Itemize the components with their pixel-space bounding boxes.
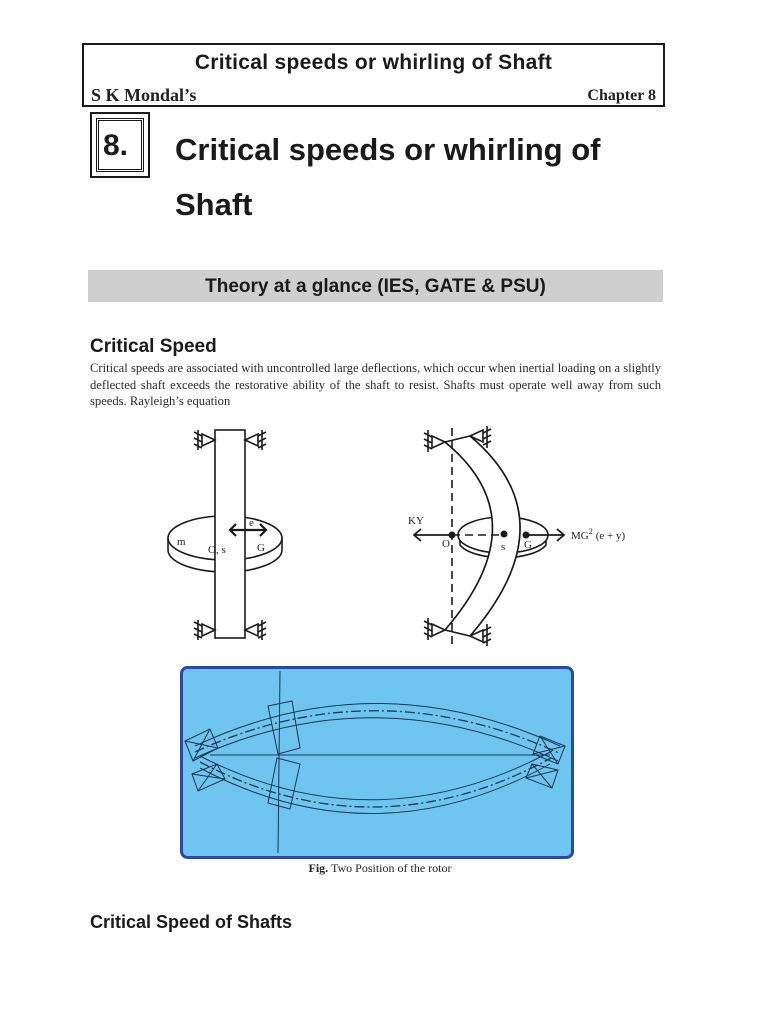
theory-banner: Theory at a glance (IES, GATE & PSU)	[88, 270, 663, 302]
rotor-positions-figure	[180, 666, 574, 859]
label-gravity-center: G	[257, 542, 265, 554]
label-mass: m	[177, 536, 186, 548]
label-eccentricity: e	[249, 517, 254, 529]
label-shaft-center: s	[501, 541, 505, 553]
label-gravity-center: G	[524, 539, 532, 551]
header-title: Critical speeds or whirling of Shaft	[194, 51, 553, 74]
section-heading-critical-speed-of-shafts: Critical Speed of Shafts	[90, 912, 293, 932]
label-spring-force: KY	[408, 515, 424, 527]
chapter-number-frame: 8.	[96, 118, 144, 172]
section-paragraph: Critical speeds are associated with unco…	[90, 361, 661, 408]
figure-caption-prefix: Fig.	[308, 861, 329, 875]
section-heading-critical-speed: Critical Speed	[90, 336, 217, 357]
label-origin: O	[442, 538, 450, 550]
chapter-number: 8.	[103, 129, 129, 162]
figure-caption: Fig. Two Position of the rotor	[250, 861, 510, 876]
straight-shaft-diagram: m O, s e G	[167, 429, 283, 640]
label-centrifugal-force: MG2(e + y)	[571, 527, 625, 542]
chapter-title: Critical speeds or whirling of Shaft	[175, 132, 601, 222]
header-chapter: Chapter 8	[587, 87, 656, 104]
header-author: S K Mondal’s	[91, 85, 197, 105]
chapter-number-box: 8.	[90, 112, 150, 178]
label-center: O, s	[208, 544, 226, 556]
running-header: Critical speeds or whirling of Shaft S K…	[82, 43, 665, 107]
figure-caption-text: Two Position of the rotor	[330, 861, 452, 875]
deflected-shaft-diagram: KY O s G MG2(e + y)	[408, 426, 625, 648]
